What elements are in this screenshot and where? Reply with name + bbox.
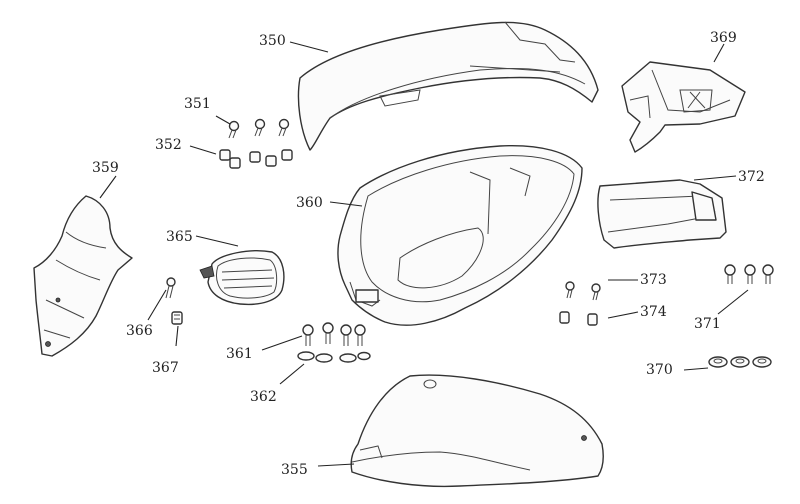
part-372-rear-housing bbox=[597, 179, 727, 249]
part-351-screws bbox=[228, 118, 290, 139]
callout-350: 350 bbox=[259, 33, 286, 49]
callout-365: 365 bbox=[166, 229, 193, 245]
callout-371: 371 bbox=[694, 316, 721, 332]
part-359-front-inner-panel bbox=[33, 195, 133, 357]
callout-370: 370 bbox=[646, 362, 673, 378]
callout-352: 352 bbox=[155, 137, 182, 153]
part-367-clip bbox=[171, 311, 183, 325]
part-374-clips bbox=[559, 311, 598, 326]
callout-373: 373 bbox=[640, 272, 667, 288]
part-371-screws bbox=[724, 264, 774, 284]
callout-351: 351 bbox=[184, 96, 211, 112]
part-366-screw bbox=[165, 277, 176, 299]
callout-355: 355 bbox=[281, 462, 308, 478]
part-365-storage-light bbox=[199, 250, 285, 306]
callout-labels: 350 351 352 355 359 360 361 362 365 366 … bbox=[92, 30, 765, 478]
part-362-washers bbox=[297, 351, 371, 363]
part-369-rear-carrier bbox=[621, 61, 746, 153]
callout-362: 362 bbox=[250, 389, 277, 405]
callout-359: 359 bbox=[92, 160, 119, 176]
part-360-helmet-box bbox=[337, 144, 583, 326]
part-350-rear-cover bbox=[297, 21, 599, 151]
callout-372: 372 bbox=[738, 169, 765, 185]
part-355-lower-cover bbox=[350, 374, 604, 488]
part-352-nuts bbox=[219, 149, 293, 169]
callout-366: 366 bbox=[126, 323, 153, 339]
callout-367: 367 bbox=[152, 360, 179, 376]
part-373-screws bbox=[565, 281, 601, 301]
callout-361: 361 bbox=[226, 346, 253, 362]
callout-360: 360 bbox=[296, 195, 323, 211]
leader-lines bbox=[99, 41, 749, 467]
part-361-screws bbox=[302, 322, 366, 346]
callout-374: 374 bbox=[640, 304, 667, 320]
callout-369: 369 bbox=[710, 30, 737, 46]
part-370-washers bbox=[708, 356, 772, 368]
